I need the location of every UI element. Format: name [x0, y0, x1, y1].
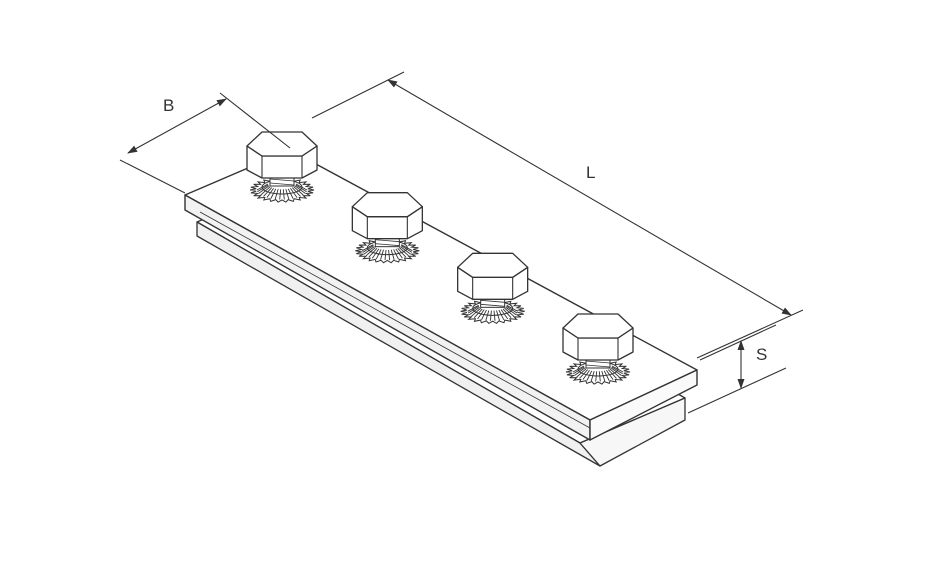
dimension-length — [311, 71, 804, 359]
bolt — [246, 131, 318, 203]
width-label: B — [163, 96, 174, 115]
upper-plate-end-face — [589, 369, 698, 441]
hex-head-top — [562, 313, 634, 339]
thickness-label: S — [756, 345, 767, 364]
hex-head-top — [351, 192, 423, 218]
length-label: L — [586, 163, 595, 182]
thread-line — [585, 364, 611, 368]
bolt — [562, 313, 634, 385]
hex-head-top — [246, 131, 318, 157]
bolt — [457, 252, 529, 325]
width-extension-left — [119, 159, 186, 194]
washer — [249, 177, 315, 203]
length-extension-left — [311, 71, 405, 119]
dimension-width — [119, 92, 291, 194]
length-extension-right — [696, 309, 804, 359]
width-extension-right — [219, 92, 291, 149]
lower-plate-end-face — [579, 397, 686, 467]
thread-line — [585, 360, 611, 364]
thickness-extension-bottom — [687, 367, 787, 414]
width-dimension-line — [127, 98, 227, 154]
thread-line — [269, 178, 295, 182]
length-dimension-line — [387, 79, 792, 316]
dimension-thickness — [687, 324, 787, 414]
thread-line — [269, 182, 295, 186]
hex-head-top — [457, 252, 529, 278]
washer — [565, 359, 631, 385]
bolt — [351, 192, 423, 264]
